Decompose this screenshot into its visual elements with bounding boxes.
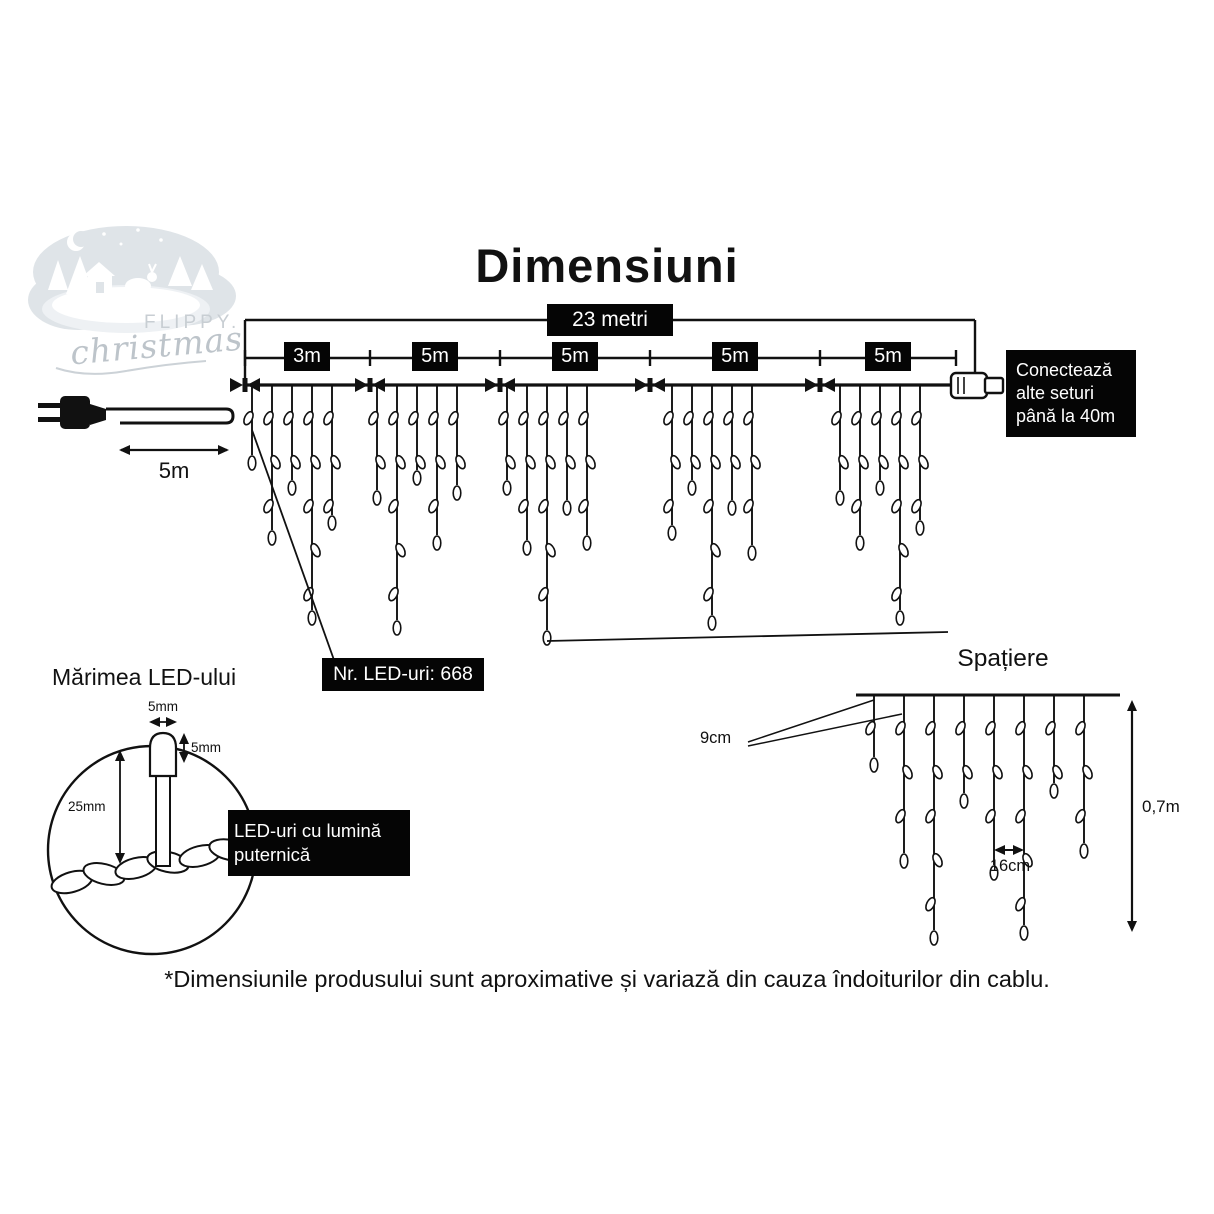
icicle-cluster bbox=[831, 385, 929, 626]
connector-note: Conectează alte seturi până la 40m bbox=[1006, 350, 1136, 438]
wire-clip-icon bbox=[485, 378, 515, 392]
segment-label-4: 5m bbox=[712, 342, 758, 371]
led-width-label: 5mm bbox=[148, 699, 178, 714]
led-note: LED-uri cu lumină puternică bbox=[228, 810, 410, 877]
wire-clip-icon bbox=[805, 378, 835, 392]
height-label: 0,7m bbox=[1142, 797, 1180, 816]
icicle-cluster bbox=[368, 385, 466, 636]
wire-clip-icon bbox=[635, 378, 665, 392]
icicle-cluster bbox=[663, 385, 761, 631]
icicle-cluster bbox=[243, 385, 341, 626]
segment-label-3: 5m bbox=[552, 342, 598, 371]
led-gap-label: 16cm bbox=[989, 857, 1031, 875]
total-length-label: 23 metri bbox=[547, 304, 673, 336]
lead-length-label: 5m bbox=[158, 458, 190, 483]
spacing-diagram bbox=[747, 693, 1137, 946]
page-title: Dimensiuni bbox=[475, 239, 739, 292]
segment-label-1: 3m bbox=[284, 342, 330, 371]
wire-clip-icon bbox=[230, 378, 260, 392]
segment-label-2: 5m bbox=[412, 342, 458, 371]
led-tip-label: 5mm bbox=[191, 740, 221, 755]
footnote: *Dimensiunile produsului sunt aproximati… bbox=[164, 966, 1050, 992]
segment-label-5: 5m bbox=[865, 342, 911, 371]
led-count-label: Nr. LED-uri: 668 bbox=[322, 658, 484, 691]
icicle-cluster bbox=[498, 385, 596, 646]
spacing-heading: Spațiere bbox=[957, 645, 1049, 672]
power-plug-icon bbox=[38, 396, 235, 429]
brand-logo: FLIPPY. christmas bbox=[26, 212, 245, 382]
led-magnifier bbox=[46, 717, 258, 956]
wire-clip-icon bbox=[355, 378, 385, 392]
brand-name: FLIPPY. bbox=[144, 312, 241, 333]
drop-gap-label: 9cm bbox=[700, 729, 732, 747]
led-length-label: 25mm bbox=[68, 799, 106, 814]
connector-icon bbox=[949, 371, 1005, 400]
led-size-heading: Mărimea LED-ului bbox=[52, 664, 237, 690]
winter-scene-icon bbox=[28, 226, 236, 375]
